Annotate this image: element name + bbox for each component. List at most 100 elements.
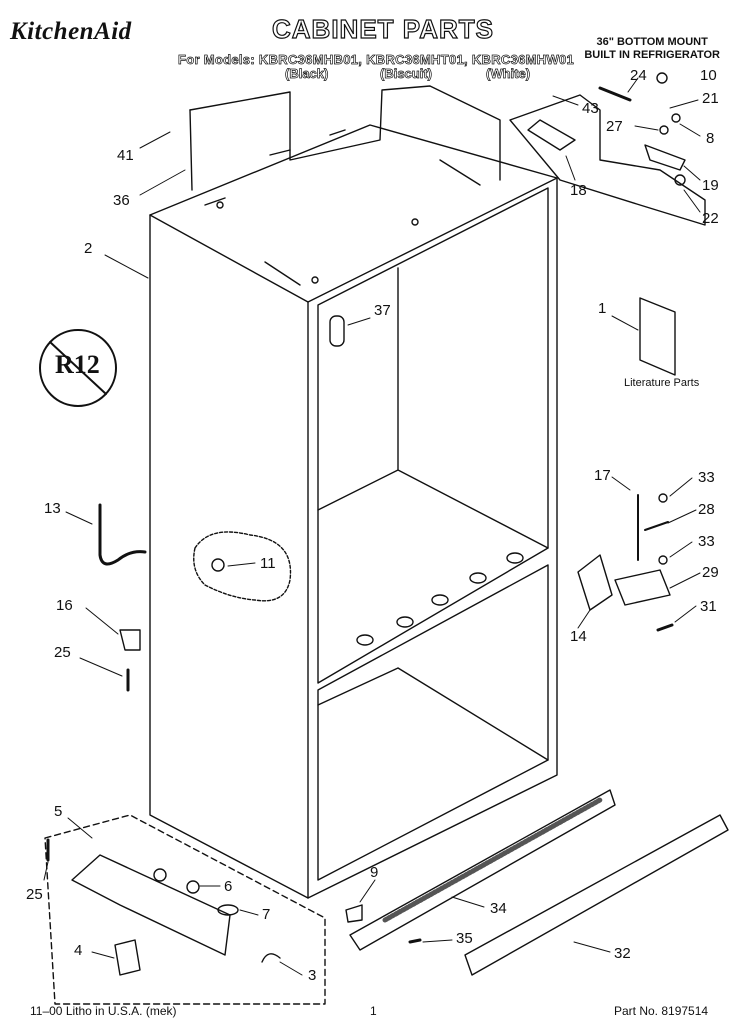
part-31-screw bbox=[656, 623, 674, 632]
part-29-hinge bbox=[614, 569, 671, 606]
callout-13: 13 bbox=[44, 500, 61, 517]
leader-27 bbox=[634, 125, 659, 131]
footer-litho: 11–00 Litho in U.S.A. (mek) bbox=[30, 1004, 177, 1018]
part-5-base-rail bbox=[71, 854, 231, 956]
part-3-clip bbox=[261, 953, 281, 963]
leader-25a bbox=[79, 657, 123, 677]
leader-1 bbox=[611, 315, 639, 331]
leader-35 bbox=[422, 939, 453, 943]
leader-32 bbox=[573, 941, 611, 953]
models-line: For Models: KBRC36MHB01, KBRC36MHT01, KB… bbox=[178, 52, 575, 68]
part-22-nut bbox=[674, 174, 686, 186]
callout-2: 2 bbox=[84, 240, 93, 257]
leader-43 bbox=[552, 95, 579, 106]
leader-14 bbox=[577, 609, 591, 629]
callout-16: 16 bbox=[56, 597, 73, 614]
upper-compartment bbox=[317, 187, 549, 684]
callout-24: 24 bbox=[630, 67, 647, 84]
grille-vents bbox=[382, 797, 603, 923]
part-37-clip bbox=[329, 315, 345, 347]
divider-hole bbox=[506, 552, 524, 564]
callout-5: 5 bbox=[54, 803, 63, 820]
callout-33-upper: 33 bbox=[698, 469, 715, 486]
divider-hole bbox=[396, 616, 414, 628]
lower-inner-back bbox=[317, 667, 549, 761]
foam-patch bbox=[193, 531, 292, 602]
leader-11 bbox=[227, 562, 256, 567]
leader-3 bbox=[279, 961, 303, 976]
callout-41: 41 bbox=[117, 147, 134, 164]
color-biscuit: (Biscuit) bbox=[380, 66, 433, 82]
leader-19 bbox=[683, 165, 701, 181]
literature-label: Literature Parts bbox=[624, 377, 700, 389]
callout-27: 27 bbox=[606, 118, 623, 135]
leader-24 bbox=[627, 77, 639, 93]
divider-hole bbox=[356, 634, 374, 646]
callout-37: 37 bbox=[374, 302, 391, 319]
leader-13 bbox=[65, 511, 93, 525]
leader-25b bbox=[43, 861, 49, 881]
callout-21: 21 bbox=[702, 90, 719, 107]
callout-29: 29 bbox=[702, 564, 719, 581]
part-24-spring bbox=[598, 86, 632, 102]
footer-page-number: 1 bbox=[370, 1004, 377, 1018]
leader-2 bbox=[104, 254, 149, 279]
cabinet-left-side bbox=[149, 214, 309, 899]
leader-28 bbox=[667, 509, 697, 524]
part-18-plate bbox=[527, 119, 576, 151]
leader-33a bbox=[669, 477, 693, 497]
callout-19: 19 bbox=[702, 177, 719, 194]
leader-29 bbox=[669, 572, 701, 589]
leader-8 bbox=[679, 123, 701, 137]
callout-25-side: 25 bbox=[54, 644, 71, 661]
top-details bbox=[204, 129, 481, 286]
leader-lines bbox=[43, 77, 701, 976]
part-6-bumper bbox=[186, 880, 200, 894]
callout-14: 14 bbox=[570, 628, 587, 645]
part-11-plug bbox=[211, 558, 225, 572]
footer-part-number: Part No. 8197514 bbox=[614, 1004, 709, 1018]
no-r12-symbol bbox=[39, 329, 117, 407]
part-14-plate bbox=[577, 554, 613, 611]
color-black: (Black) bbox=[285, 66, 329, 82]
leader-41 bbox=[139, 131, 171, 149]
leader-4 bbox=[91, 951, 115, 959]
part-19-hinge bbox=[644, 144, 686, 171]
upper-inner-back bbox=[317, 267, 549, 549]
leader-34 bbox=[451, 896, 485, 908]
divider-hole bbox=[431, 594, 449, 606]
part-10-nut bbox=[656, 72, 668, 84]
part-7-clip bbox=[217, 904, 239, 916]
lower-compartment bbox=[317, 564, 549, 881]
part-33-washer-lower bbox=[658, 555, 668, 565]
leader-5 bbox=[67, 817, 93, 839]
part-6-bumper bbox=[153, 868, 167, 882]
mount-description: 36" BOTTOM MOUNT BUILT IN REFRIGERATOR bbox=[584, 36, 720, 62]
leader-37 bbox=[347, 317, 371, 326]
mount-line-1: 36" BOTTOM MOUNT bbox=[596, 36, 708, 48]
leader-22 bbox=[683, 189, 701, 213]
cabinet-right-edge bbox=[307, 177, 558, 899]
rear-panel-edge bbox=[189, 109, 193, 191]
part-35-screw bbox=[408, 938, 422, 944]
page-title: CABINET PARTS bbox=[271, 13, 494, 44]
callout-6: 6 bbox=[224, 878, 233, 895]
callout-25-base: 25 bbox=[26, 886, 43, 903]
part-4-bracket bbox=[114, 939, 141, 976]
part-27-washer bbox=[659, 125, 669, 135]
no-r12-slash bbox=[49, 341, 107, 395]
part-33-washer bbox=[658, 493, 668, 503]
brand-logo: KitchenAid bbox=[10, 18, 132, 45]
r12-text: R12 bbox=[55, 350, 100, 379]
callout-10: 10 bbox=[700, 67, 717, 84]
callout-1: 1 bbox=[598, 300, 607, 317]
part-34-grille bbox=[349, 789, 616, 951]
callout-43: 43 bbox=[582, 100, 599, 117]
top-hole bbox=[411, 218, 419, 226]
leader-18 bbox=[565, 155, 576, 181]
callout-17: 17 bbox=[594, 467, 611, 484]
callout-32: 32 bbox=[614, 945, 631, 962]
divider-hole bbox=[469, 572, 487, 584]
base-assembly-box bbox=[44, 814, 326, 1005]
leader-31 bbox=[674, 605, 697, 623]
